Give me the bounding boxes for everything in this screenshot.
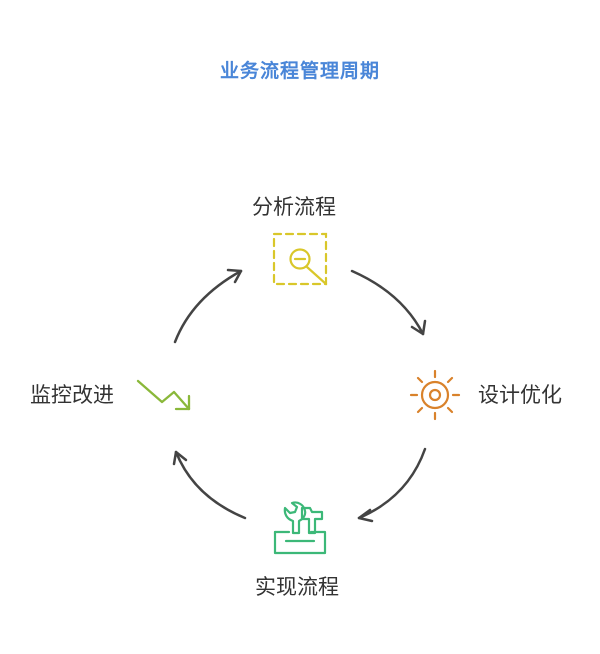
toolbox-icon <box>273 501 327 555</box>
trend-down-icon <box>136 379 191 411</box>
node-label-analyze: 分析流程 <box>252 195 336 219</box>
diagram-title: 业务流程管理周期 <box>219 60 380 82</box>
sun-gear-icon <box>409 369 461 421</box>
arrow-analyze-to-design <box>350 269 427 336</box>
node-label-implement: 实现流程 <box>255 575 339 599</box>
node-label-design: 设计优化 <box>478 383 562 407</box>
magnifier-minus-icon <box>272 232 328 286</box>
arrow-design-to-implement <box>357 447 427 523</box>
node-label-monitor: 监控改进 <box>30 383 114 407</box>
arrow-monitor-to-analyze <box>173 268 243 344</box>
arrow-implement-to-monitor <box>172 450 247 520</box>
